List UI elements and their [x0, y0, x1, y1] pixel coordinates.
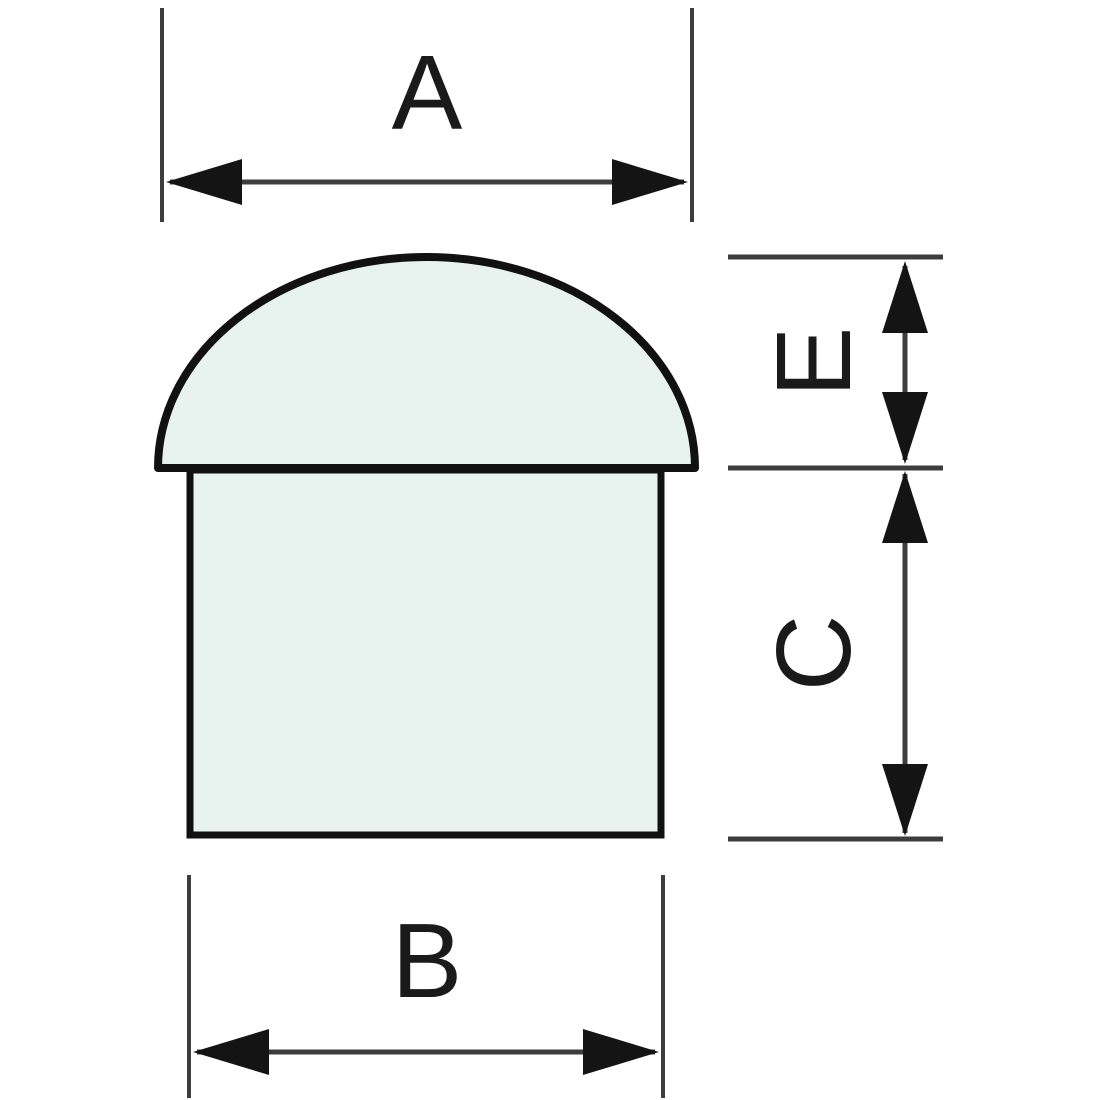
dim-a-arrowhead-right-icon [612, 159, 688, 205]
dim-c-label: C [755, 615, 873, 692]
dim-e-label: E [755, 327, 873, 398]
dim-a-arrowhead-left-icon [166, 159, 242, 205]
cap-body-rect [186, 466, 665, 839]
dim-c-arrowhead-down-icon [882, 764, 928, 836]
dim-b-arrowhead-left-icon [193, 1029, 269, 1075]
dim-a-label: A [392, 34, 463, 152]
dim-e-arrowhead-down-icon [882, 392, 928, 464]
dimension-a: A [160, 8, 694, 222]
dim-e-arrowhead-up-icon [882, 261, 928, 333]
dimension-e: E [728, 254, 943, 471]
dim-b-label: B [392, 902, 463, 1020]
cap-dome [154, 253, 699, 472]
dimension-c: C [728, 471, 943, 842]
dim-b-arrowhead-right-icon [583, 1029, 659, 1075]
dimension-b: B [187, 875, 665, 1098]
dim-c-arrowhead-up-icon [882, 471, 928, 543]
cap-shape [154, 253, 699, 839]
